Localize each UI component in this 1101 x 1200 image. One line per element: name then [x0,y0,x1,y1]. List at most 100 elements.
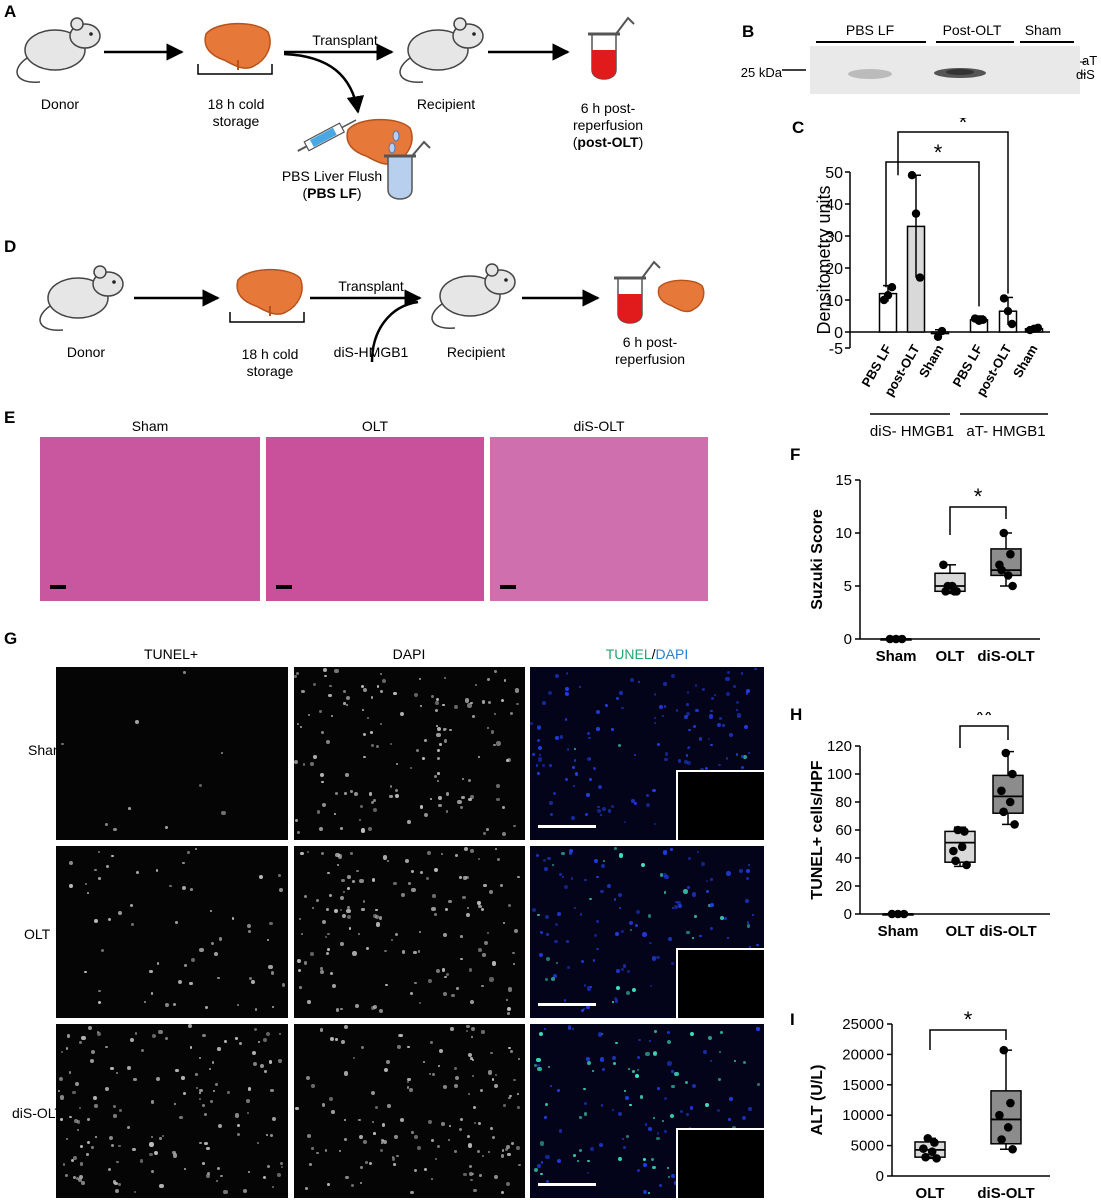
cell-nucleus [249,977,253,981]
cell-nucleus [97,989,101,993]
cell-nucleus [491,1078,495,1081]
cell-nucleus [379,722,383,726]
cell-nucleus [561,875,564,879]
cell-nucleus [436,732,441,738]
cell-nucleus [554,674,560,679]
cell-nucleus [414,1135,419,1140]
cell-nucleus [105,822,108,826]
cell-nucleus [454,853,459,858]
box [990,548,1022,577]
cell-nucleus [182,862,185,865]
cell-nucleus [477,948,482,953]
cell-nucleus [756,1027,760,1031]
cell-nucleus [432,1073,435,1077]
cell-nucleus [303,961,308,966]
cell-nucleus [100,948,104,952]
cell-nucleus [340,895,345,900]
cell-nucleus [354,791,359,797]
cell-nucleus [346,696,351,701]
cell-nucleus [112,1104,116,1109]
cell-nucleus [359,1166,363,1170]
cell-nucleus [217,1047,221,1051]
cell-nucleus [386,859,389,863]
cell-nucleus [537,913,540,917]
cell-nucleus [74,1119,79,1123]
y-axis-label: ALT (U/L) [809,1065,826,1136]
cell-nucleus [708,714,713,719]
cell-nucleus [728,1118,732,1122]
cell-nucleus [370,1005,375,1010]
cell-nucleus [394,794,399,799]
cell-nucleus [343,1137,347,1141]
cell-nucleus [462,895,466,899]
cell-nucleus [149,1142,154,1147]
cell-nucleus [445,792,450,796]
cell-nucleus [431,1178,434,1181]
cell-nucleus [333,812,336,815]
cell-nucleus [373,1005,378,1010]
cell-nucleus [422,1060,426,1064]
cell-nucleus [476,1149,480,1153]
cell-nucleus [417,1146,422,1150]
cell-nucleus [536,738,541,742]
cell-nucleus [547,857,551,861]
data-point [885,634,895,644]
cell-nucleus [615,931,619,936]
cell-nucleus [470,1057,473,1060]
cell-nucleus [69,1071,72,1074]
cell-nucleus [252,1050,257,1055]
cell-nucleus [674,1072,679,1077]
cell-nucleus [215,1082,219,1087]
x-tick-label: Sham [916,342,947,380]
scale-bar [538,825,596,828]
data-point [939,560,948,570]
cell-nucleus [677,759,682,763]
cell-nucleus [374,1105,378,1110]
cell-nucleus [133,1190,137,1194]
cell-nucleus [227,1091,231,1095]
cell-nucleus [621,1137,625,1141]
cell-nucleus [613,996,617,1000]
cell-nucleus [94,1104,98,1108]
cell-nucleus [358,1118,362,1122]
tunel-image-olt-merge [530,846,764,1018]
cell-nucleus [62,1163,66,1167]
cell-nucleus [623,1089,627,1093]
cell-nucleus [555,923,559,927]
cell-nucleus [294,760,299,765]
merge-label-dapi: DAPI [655,646,689,662]
cell-nucleus [614,846,618,850]
cell-nucleus [72,1155,77,1160]
cell-nucleus [387,1104,392,1108]
cell-nucleus [549,764,553,768]
cell-nucleus [741,755,744,758]
cell-nucleus [550,812,554,816]
cell-nucleus [91,1050,96,1055]
cell-nucleus [149,1152,154,1157]
cell-nucleus [435,724,439,728]
cell-nucleus [332,984,336,988]
cell-nucleus [489,1126,493,1130]
cell-nucleus [611,1055,616,1060]
cell-nucleus [159,1184,164,1189]
cell-nucleus [265,1031,271,1036]
y-tick-label: 0 [876,1168,884,1185]
cell-nucleus [482,953,486,957]
cell-nucleus [480,908,484,912]
cell-nucleus [378,916,383,920]
cell-nucleus [710,696,714,700]
cell-nucleus [554,939,558,944]
cell-nucleus [217,976,220,980]
data-point [915,273,925,282]
cell-nucleus [279,888,283,892]
cell-nucleus [294,818,298,822]
cell-nucleus [547,1066,551,1069]
cell-nucleus [471,714,475,718]
cell-nucleus [363,687,368,692]
tunel-image-disolt-tunel [56,1024,288,1198]
cell-nucleus [664,1096,668,1100]
cell-nucleus [618,744,621,747]
cell-nucleus [423,738,428,743]
blot-group-pbs: PBS LF [845,22,895,38]
cell-nucleus [220,751,224,754]
